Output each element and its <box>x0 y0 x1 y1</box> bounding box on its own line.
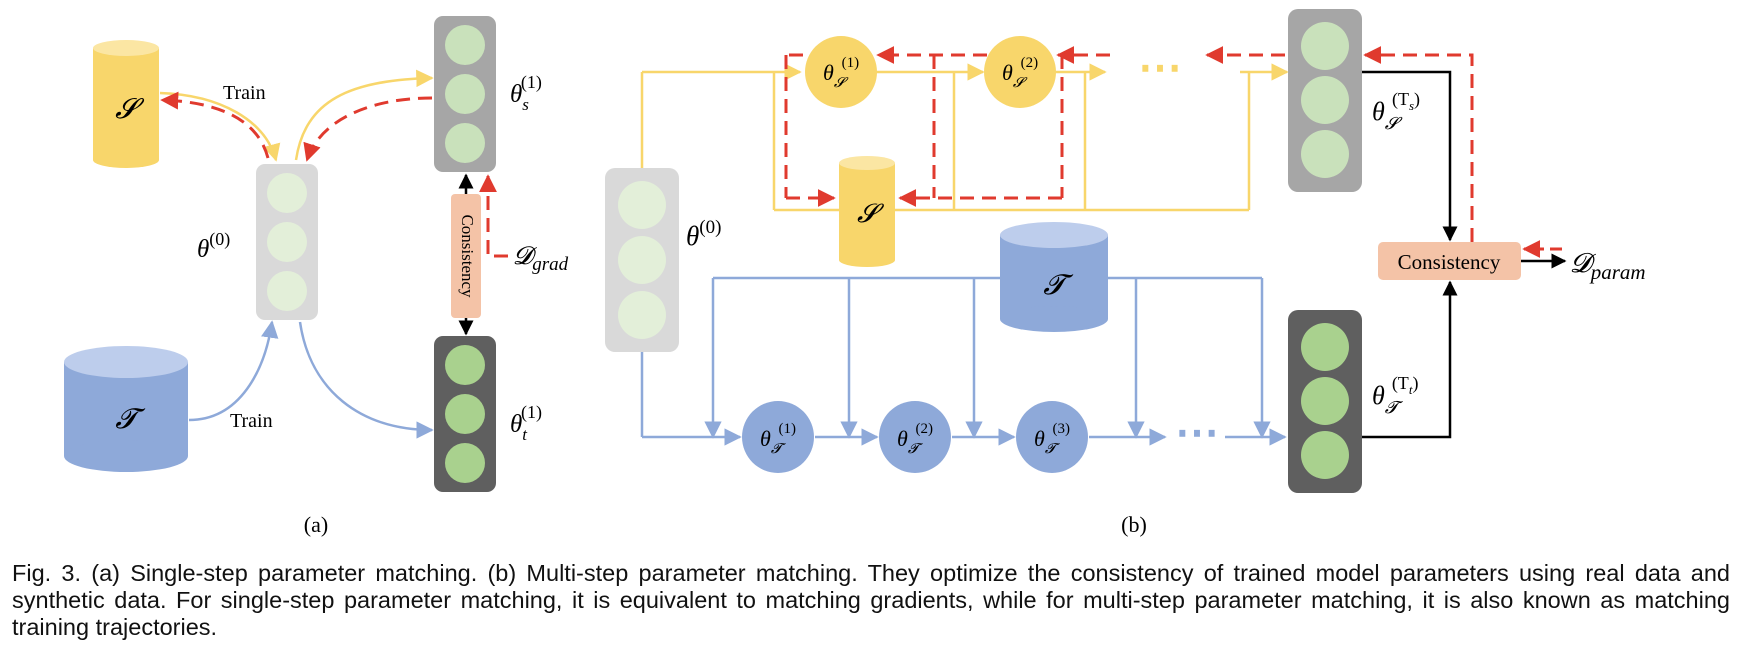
real-step-3: θ𝓣(3) <box>1016 401 1088 473</box>
synthetic-gradient-flows <box>784 46 1285 207</box>
consistency-box-a: Consistency <box>451 194 481 318</box>
train-arrow-to-real-model <box>298 321 434 439</box>
grad-loss-label: 𝓓grad <box>513 243 569 275</box>
real-dataset-cylinder: 𝓣 <box>64 346 188 472</box>
train-label-bottom: Train <box>230 410 273 432</box>
final-real-model <box>1288 310 1362 493</box>
synthetic-trajectory-lines <box>640 63 1289 212</box>
final-synthetic-model <box>1288 9 1362 192</box>
initial-model-b <box>605 168 679 352</box>
theta-t-final-label: θ𝓣(Tt) <box>1372 373 1418 417</box>
real-trajectory-lines <box>640 276 1287 446</box>
consistency-box-b: Consistency <box>1378 242 1521 280</box>
real-step-2: θ𝓣(2) <box>879 401 951 473</box>
initial-model <box>256 164 318 320</box>
train-arrow-synthetic <box>159 91 281 162</box>
consistency-label-a: Consistency <box>458 214 477 298</box>
synthetic-step-2: θ𝓢(2) <box>984 36 1056 108</box>
grad-arrow-to-init <box>303 96 433 162</box>
grad-arrow-to-synthetic <box>160 91 270 159</box>
real-dataset-cylinder-b: 𝓣 <box>1000 222 1108 332</box>
grad-loss-arrow <box>479 174 508 258</box>
synthetic-dataset-cylinder-b: 𝓢 <box>839 156 895 267</box>
theta-s-label-a: θs(1) <box>510 72 542 114</box>
theta-init-label-b: θ(0) <box>686 217 721 251</box>
param-gradient-flow <box>1363 46 1474 242</box>
train-arrow-to-model <box>294 69 434 161</box>
figure-caption: Fig. 3. (a) Single-step parameter matchi… <box>12 560 1730 640</box>
real-trained-model <box>434 336 496 492</box>
consistency-label-b: Consistency <box>1398 250 1501 274</box>
synthetic-trained-model <box>434 16 496 172</box>
panel-a-label: (a) <box>304 512 328 537</box>
real-step-1: θ𝓣(1) <box>742 401 814 473</box>
panel-a: 𝓢 𝓣 θ(0) θs(1) <box>64 16 569 537</box>
synthetic-dataset-cylinder: 𝓢 <box>93 40 159 168</box>
synthetic-step-1: θ𝓢(1) <box>805 36 877 108</box>
real-ellipsis: ⋯ <box>1175 408 1219 457</box>
train-arrow-real <box>188 320 279 422</box>
theta-s-final-label: θ𝓢(Ts) <box>1372 89 1420 133</box>
panel-b-label: (b) <box>1121 512 1147 537</box>
param-loss-label: 𝓓param <box>1570 248 1646 284</box>
train-label-top: Train <box>223 82 266 104</box>
theta-init-label-a: θ(0) <box>197 229 230 263</box>
panel-b: ⋯ 𝓢 θ𝓢(1) <box>605 9 1646 537</box>
synthetic-ellipsis: ⋯ <box>1138 43 1182 92</box>
theta-t-label-a: θt(1) <box>510 402 542 444</box>
